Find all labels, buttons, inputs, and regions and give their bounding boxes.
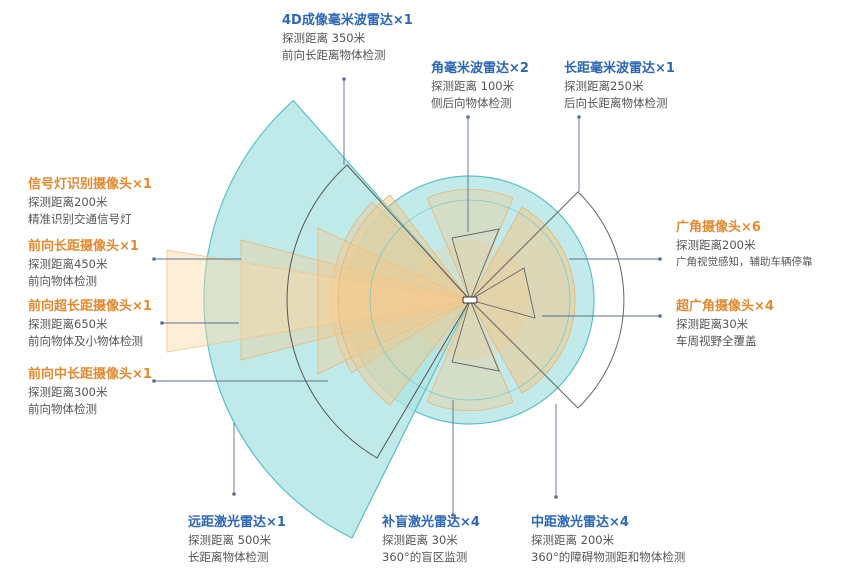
label-4d-radar-range: 探测距离 350米: [282, 31, 366, 45]
label-front-mid-camera-range: 探测距离300米: [28, 385, 108, 399]
corner-radar-outline-side: [468, 267, 536, 319]
label-front-mid-camera: 前向中长距摄像头×1 探测距离300米 前向物体检测: [28, 366, 152, 418]
label-traffic-camera-title: 信号灯识别摄像头×1: [28, 177, 152, 192]
label-mid-lidar-title: 中距激光雷达×4: [531, 515, 629, 530]
label-4d-radar-title: 4D成像毫米波雷达×1: [282, 13, 413, 28]
label-corner-radar-desc: 侧后向物体检测: [431, 96, 512, 110]
label-corner-radar-range: 探测距离 100米: [431, 79, 515, 93]
wide-camera-coverage-bottom: [426, 298, 514, 412]
label-front-long-camera-title: 前向长距摄像头×1: [28, 239, 139, 254]
label-long-lidar-range: 探测距离 500米: [188, 533, 272, 547]
label-wide-camera-desc: 广角视觉感知，辅助车辆停靠: [676, 256, 813, 268]
label-blind-lidar: 补盲激光雷达×4 探测距离 30米 360°的盲区监测: [382, 514, 480, 566]
label-corner-radar: 角毫米波雷达×2 探测距离 100米 侧后向物体检测: [431, 60, 529, 112]
label-wide-camera-title: 广角摄像头×6: [676, 220, 761, 235]
label-rear-radar: 长距毫米波雷达×1 探测距离250米 后向长距离物体检测: [564, 60, 675, 112]
label-blind-lidar-title: 补盲激光雷达×4: [382, 515, 480, 530]
label-traffic-camera-desc: 精准识别交通信号灯: [28, 212, 132, 226]
long-lidar-coverage: [203, 99, 471, 539]
label-long-lidar-desc: 长距离物体检测: [188, 550, 269, 564]
corner-radar-outline-rear: [451, 298, 500, 372]
label-4d-radar: 4D成像毫米波雷达×1 探测距离 350米 前向长距离物体检测: [282, 12, 413, 64]
leader-lines: [154, 79, 660, 515]
front-ultra-long-camera-coverage: [166, 249, 471, 353]
label-blind-lidar-range: 探测距离 30米: [382, 533, 458, 547]
label-corner-radar-title: 角毫米波雷达×2: [431, 61, 529, 76]
label-front-ultra-camera-title: 前向超长距摄像头×1: [28, 299, 152, 314]
label-front-ultra-camera-desc: 前向物体及小物体检测: [28, 334, 143, 348]
label-ultrawide-camera: 超广角摄像头×4 探测距离30米 车周视野全覆盖: [676, 298, 774, 350]
label-ultrawide-camera-desc: 车周视野全覆盖: [676, 334, 757, 348]
blind-lidar-coverage: [369, 199, 571, 401]
label-mid-lidar-desc: 360°的障碍物测距和物体检测: [531, 550, 686, 564]
label-wide-camera: 广角摄像头×6 探测距离200米 广角视觉感知，辅助车辆停靠: [676, 219, 813, 271]
label-rear-radar-range: 探测距离250米: [564, 79, 644, 93]
label-ultrawide-camera-title: 超广角摄像头×4: [676, 299, 774, 314]
label-front-long-camera-range: 探测距离450米: [28, 257, 108, 271]
corner-radar-outline-front: [451, 228, 500, 302]
label-front-mid-camera-desc: 前向物体检测: [28, 402, 97, 416]
label-traffic-camera-range: 探测距离200米: [28, 195, 108, 209]
label-ultrawide-camera-range: 探测距离30米: [676, 317, 749, 331]
wide-camera-coverage-right: [469, 206, 576, 394]
label-front-long-camera-desc: 前向物体检测: [28, 274, 97, 288]
front-mid-long-camera-coverage: [317, 227, 471, 375]
label-front-long-camera: 前向长距摄像头×1 探测距离450米 前向物体检测: [28, 238, 139, 290]
traffic-light-camera-coverage: [330, 201, 471, 374]
label-blind-lidar-desc: 360°的盲区监测: [382, 550, 468, 564]
label-rear-radar-title: 长距毫米波雷达×1: [564, 61, 675, 76]
label-front-ultra-camera: 前向超长距摄像头×1 探测距离650米 前向物体及小物体检测: [28, 298, 152, 350]
vehicle: [462, 296, 478, 304]
label-front-ultra-camera-range: 探测距离650米: [28, 317, 108, 331]
label-long-lidar: 远距激光雷达×1 探测距离 500米 长距离物体检测: [188, 514, 286, 566]
wide-camera-coverage-left: [337, 194, 471, 406]
4d-radar-outline: [286, 164, 471, 459]
label-rear-radar-desc: 后向长距离物体检测: [564, 96, 668, 110]
wide-camera-coverage-center: [426, 188, 514, 302]
label-4d-radar-desc: 前向长距离物体检测: [282, 48, 386, 62]
label-long-lidar-title: 远距激光雷达×1: [188, 515, 286, 530]
label-front-mid-camera-title: 前向中长距摄像头×1: [28, 367, 152, 382]
front-long-camera-coverage: [240, 239, 472, 361]
label-mid-lidar: 中距激光雷达×4 探测距离 200米 360°的障碍物测距和物体检测: [531, 514, 685, 566]
label-traffic-camera: 信号灯识别摄像头×1 探测距离200米 精准识别交通信号灯: [28, 176, 152, 228]
label-mid-lidar-range: 探测距离 200米: [531, 533, 615, 547]
rear-radar-outline: [469, 191, 625, 409]
leader-dots: [152, 77, 662, 517]
label-wide-camera-range: 探测距离200米: [676, 238, 756, 252]
